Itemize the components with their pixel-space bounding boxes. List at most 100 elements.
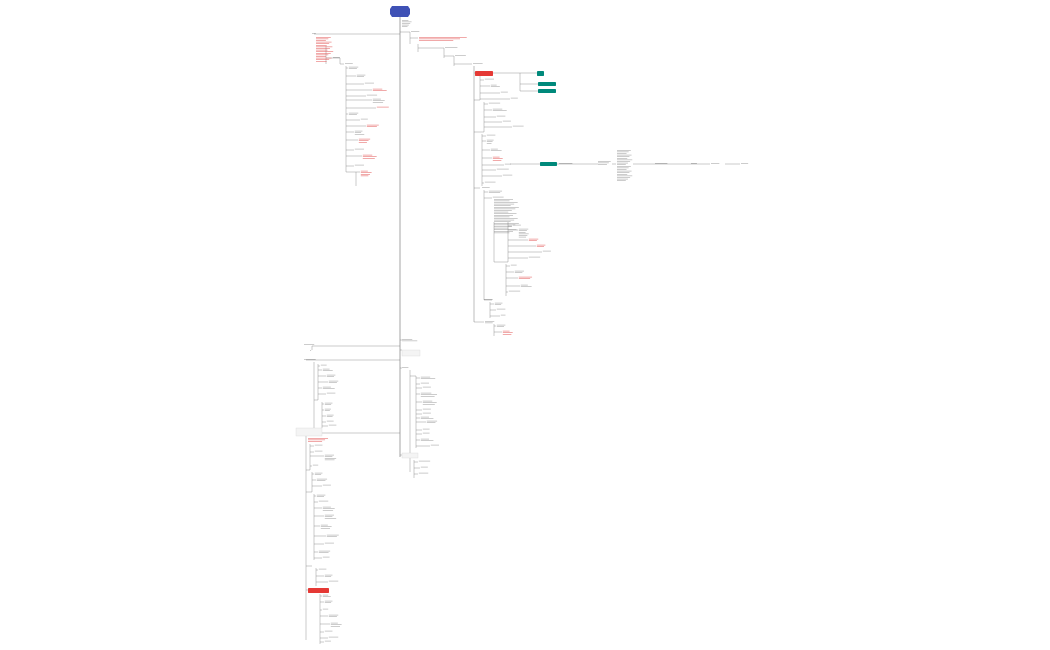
node-box <box>295 427 323 437</box>
text-line <box>402 339 413 340</box>
text-line <box>488 192 501 193</box>
text-line <box>402 20 409 21</box>
text-line <box>330 626 340 627</box>
text-line-red <box>360 174 370 175</box>
text-line <box>512 224 521 226</box>
text-line <box>486 139 494 141</box>
text-line <box>322 508 335 509</box>
text-line <box>422 428 430 430</box>
text-line <box>494 218 518 219</box>
text-line-red <box>492 158 503 159</box>
text-line <box>420 440 434 441</box>
text-line <box>326 374 336 376</box>
text-line <box>328 616 337 617</box>
text-line <box>494 215 513 216</box>
text-line <box>324 518 337 519</box>
text-line <box>617 161 631 162</box>
text-line <box>512 125 524 127</box>
highlight-node-teal-4[interactable] <box>540 162 557 166</box>
text-line <box>322 370 333 371</box>
text-line <box>420 396 435 397</box>
text-line <box>402 23 411 24</box>
root-node[interactable] <box>390 6 410 17</box>
text-line-red <box>308 438 329 439</box>
text-line-red <box>502 332 513 333</box>
text-line <box>485 321 495 322</box>
text-line-red <box>502 334 512 335</box>
text-line <box>496 168 509 170</box>
highlight-node-teal-2[interactable] <box>538 82 556 86</box>
text-line <box>518 236 527 238</box>
text-line-red <box>360 170 368 172</box>
text-line <box>484 78 494 80</box>
text-line <box>500 314 506 316</box>
text-line <box>314 472 323 474</box>
text-line <box>422 412 431 414</box>
text-line-red <box>528 240 537 241</box>
text-line <box>496 115 506 117</box>
text-line <box>486 141 493 142</box>
text-line <box>324 542 334 544</box>
text-line <box>322 368 330 370</box>
text-line <box>354 164 364 166</box>
text-line <box>328 580 339 582</box>
text-line <box>422 400 433 402</box>
highlight-node-red-2[interactable] <box>308 588 329 593</box>
highlight-node-teal-3[interactable] <box>538 89 556 93</box>
text-line <box>316 494 326 496</box>
text-line <box>617 178 628 180</box>
text-line-red <box>528 238 539 240</box>
text-line <box>490 150 502 151</box>
text-line <box>426 422 436 423</box>
text-line <box>455 55 466 56</box>
text-line-red <box>419 40 454 41</box>
text-line <box>324 602 332 603</box>
text-line <box>492 196 504 198</box>
text-line <box>518 233 529 235</box>
text-line <box>324 458 337 459</box>
text-line <box>360 118 368 120</box>
text-line <box>559 163 573 164</box>
highlight-node-teal-1[interactable] <box>537 71 544 76</box>
text-line <box>422 432 430 434</box>
text-line-red <box>316 49 328 51</box>
text-line <box>528 256 541 258</box>
text-line <box>518 228 529 230</box>
text-line <box>312 33 316 34</box>
text-line <box>420 382 430 384</box>
text-line <box>494 232 510 234</box>
text-line <box>494 302 503 304</box>
text-line <box>494 304 502 305</box>
text-line <box>324 630 333 632</box>
text-line <box>518 232 526 233</box>
text-line <box>322 484 331 486</box>
text-line-red <box>518 278 531 279</box>
text-line <box>420 376 431 378</box>
text-line <box>422 404 435 405</box>
text-line <box>617 164 626 165</box>
text-line <box>508 290 521 292</box>
text-line <box>426 420 438 422</box>
text-line <box>617 159 633 161</box>
text-line-red <box>316 45 327 46</box>
highlight-node-shape <box>475 71 493 76</box>
text-line-red <box>372 88 383 90</box>
text-line <box>420 466 428 468</box>
text-line-red <box>316 53 331 54</box>
text-line <box>348 112 359 114</box>
text-line-red <box>419 37 467 38</box>
text-line <box>328 382 337 383</box>
text-line <box>617 177 631 178</box>
text-line <box>333 57 340 58</box>
highlight-node-red-1[interactable] <box>475 71 493 76</box>
text-line <box>542 250 551 252</box>
text-line <box>326 392 336 394</box>
text-line <box>348 68 357 69</box>
text-line <box>328 614 339 616</box>
text-line <box>494 229 517 230</box>
text-line-red <box>362 158 375 159</box>
text-line <box>326 416 333 417</box>
text-line <box>494 216 510 218</box>
node-box <box>401 349 421 357</box>
highlight-node-shape <box>538 89 556 93</box>
